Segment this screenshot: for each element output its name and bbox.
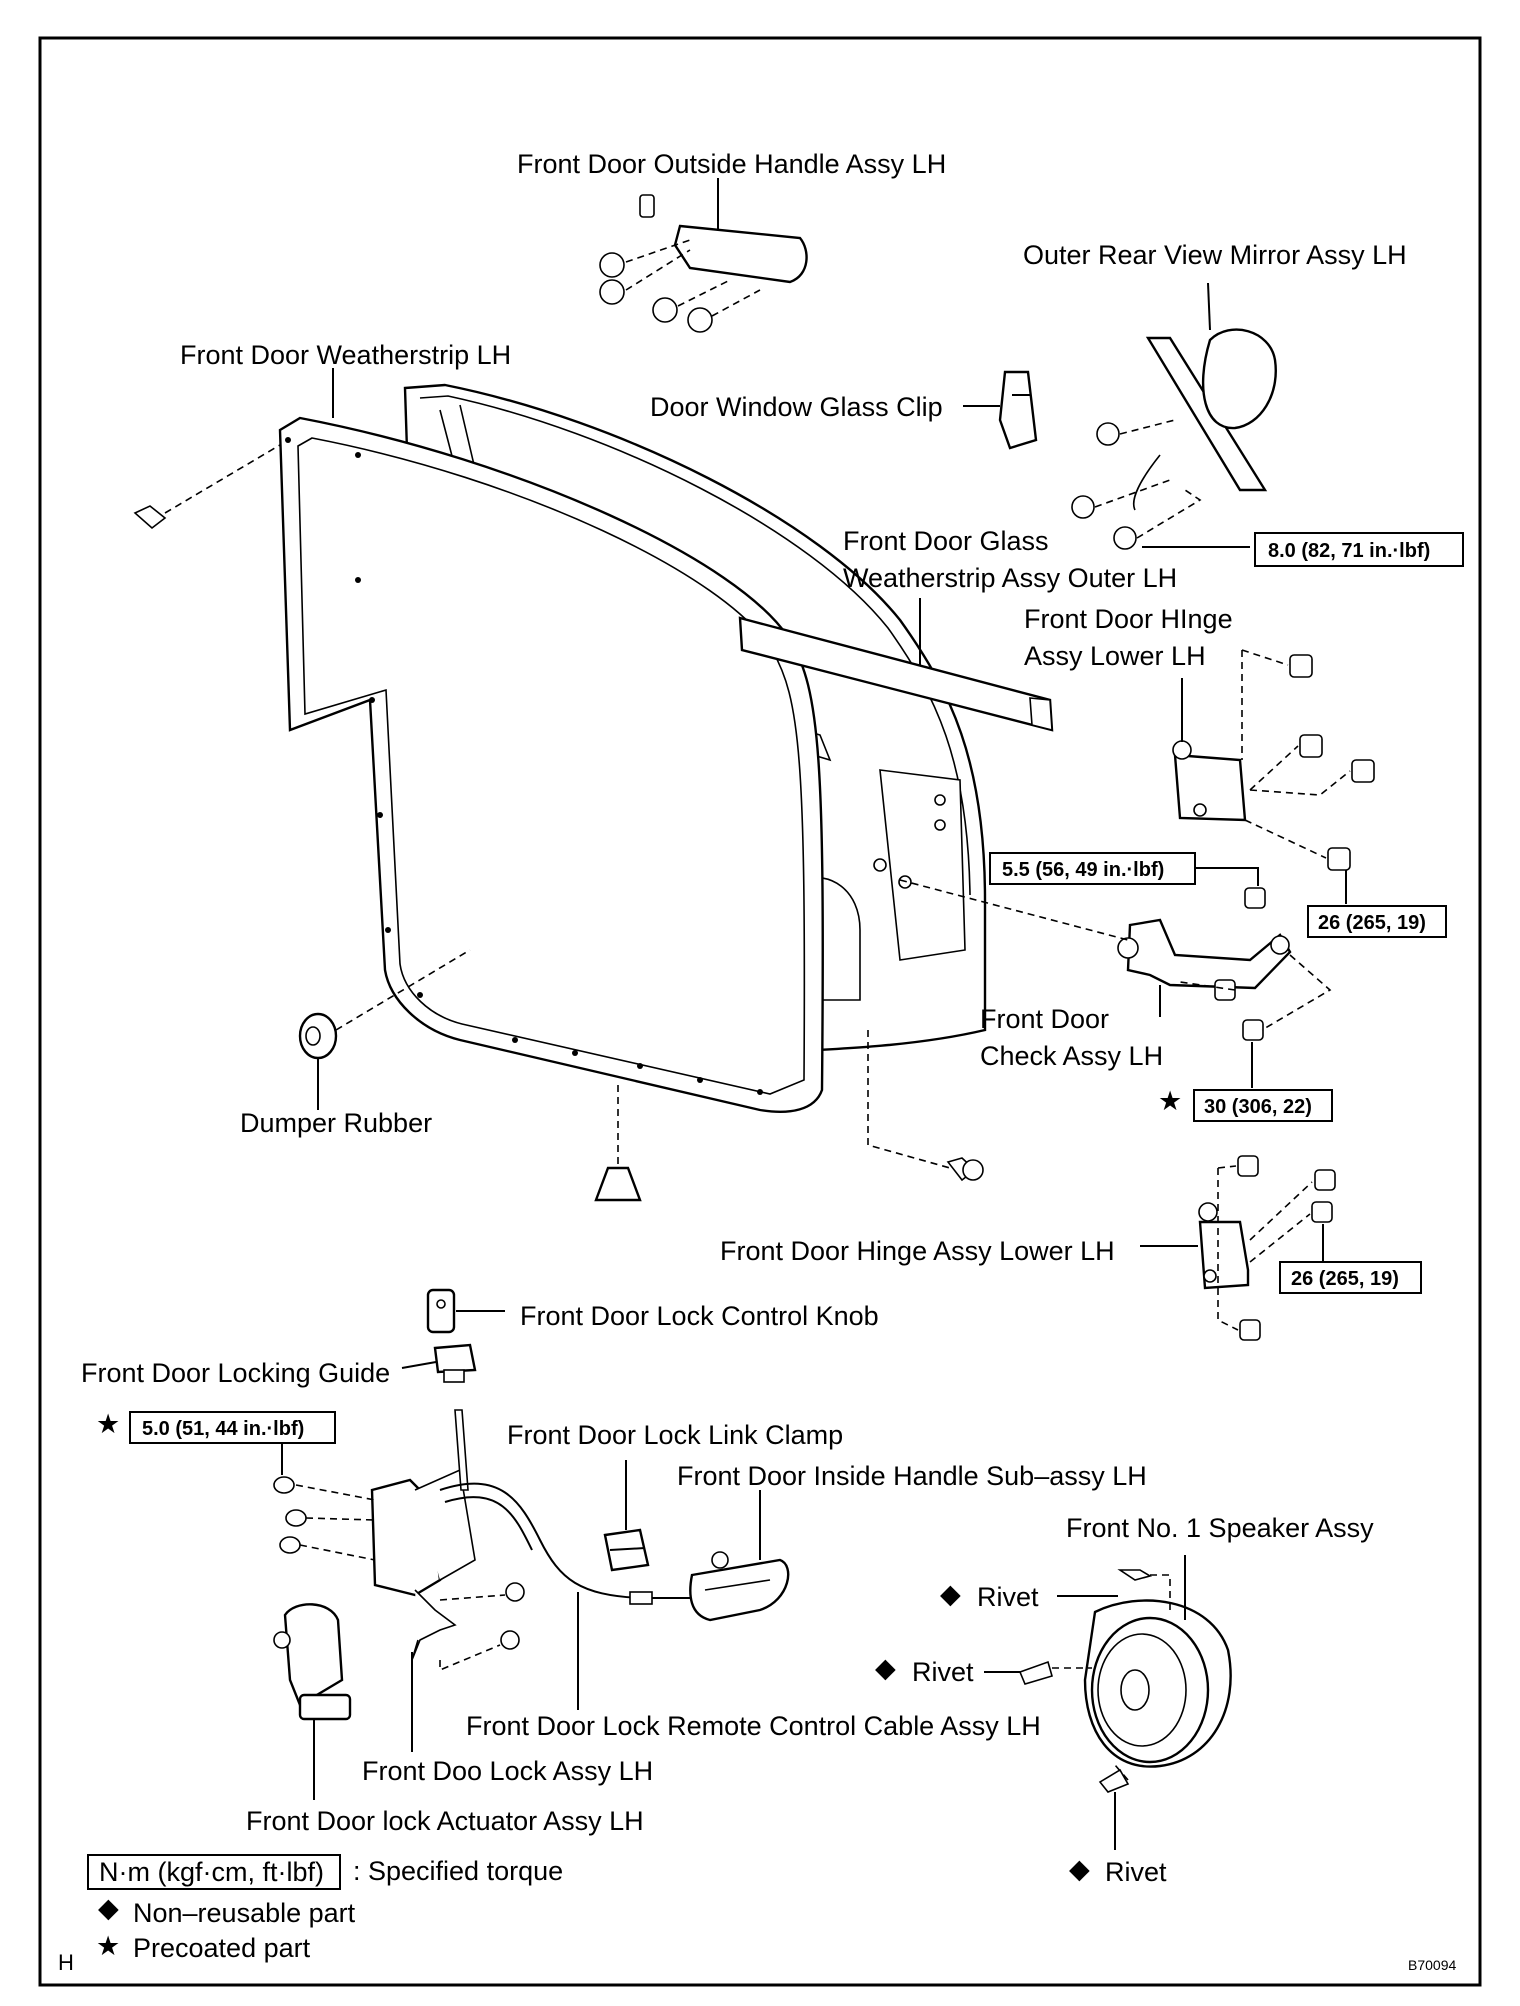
lock-knob-part xyxy=(426,1288,456,1334)
label-lower-hinge: Front Door Hinge Assy Lower LH xyxy=(720,1236,1115,1266)
front-door-weatherstrip xyxy=(278,416,824,1113)
label-rivet-2: Rivet xyxy=(912,1657,974,1687)
inside-handle-part xyxy=(689,1551,790,1622)
torque-upper-hinge: 26 (265, 19) xyxy=(1318,912,1426,934)
outside-handle-part xyxy=(599,194,808,333)
label-rivet-3: Rivet xyxy=(1105,1857,1167,1887)
torque-box-upper-hinge xyxy=(1307,905,1447,938)
check-clip xyxy=(867,1030,984,1182)
label-dumper: Dumper Rubber xyxy=(240,1108,432,1138)
legend-non-reusable: Non–reusable part xyxy=(133,1898,356,1928)
label-speaker: Front No. 1 Speaker Assy xyxy=(1066,1513,1374,1543)
corner-mark: H xyxy=(58,1950,74,1975)
link-clamp-part xyxy=(603,1528,650,1572)
label-weatherstrip: Front Door Weatherstrip LH xyxy=(180,340,511,370)
rivet-symbol-1: ◆ xyxy=(940,1579,961,1609)
label-cable: Front Door Lock Remote Control Cable Ass… xyxy=(466,1711,1041,1741)
upper-hinge-part xyxy=(1172,649,1375,871)
label-actuator: Front Door lock Actuator Assy LH xyxy=(246,1806,644,1836)
torque-check-door: 30 (306, 22) xyxy=(1204,1096,1312,1118)
torque-lower-hinge: 26 (265, 19) xyxy=(1291,1268,1399,1290)
label-inside-handle: Front Door Inside Handle Sub–assy LH xyxy=(677,1461,1147,1491)
dumper-rubber-part xyxy=(298,949,471,1060)
label-check-line1: Front Door xyxy=(980,1004,1109,1034)
label-check-line2: Check Assy LH xyxy=(980,1041,1163,1071)
torque-lock-screw: 5.0 (51, 44 in.·lbf) xyxy=(142,1418,304,1440)
leader-mirror xyxy=(1207,282,1211,331)
precoated-mark-check: ★ xyxy=(1158,1086,1182,1116)
legend-precoated-symbol: ★ xyxy=(96,1931,120,1961)
torque-box-lower-hinge xyxy=(1279,1261,1422,1294)
outer-mirror-part xyxy=(1071,328,1277,550)
leader-locking-guide xyxy=(401,1361,437,1369)
remote-control-cable xyxy=(439,1482,690,1605)
label-glass-weatherstrip-line2: Weatherstrip Assy Outer LH xyxy=(843,563,1177,593)
torque-box-check-body xyxy=(989,852,1196,885)
torque-box-mirror xyxy=(1254,532,1464,567)
label-mirror: Outer Rear View Mirror Assy LH xyxy=(1023,240,1407,270)
torque-mirror-nut: 8.0 (82, 71 in.·lbf) xyxy=(1268,540,1430,562)
label-upper-hinge-line2: Assy Lower LH xyxy=(1024,641,1206,671)
torque-box-lock xyxy=(129,1411,336,1444)
legend: N·m (kgf·cm, ft·lbf) : Specified torque … xyxy=(87,1854,563,1963)
label-upper-hinge-line1: Front Door HInge xyxy=(1024,604,1233,634)
leader-check-torque-body xyxy=(1196,867,1259,886)
door-check-part xyxy=(899,879,1332,1041)
label-link-clamp: Front Door Lock Link Clamp xyxy=(507,1420,843,1450)
torque-box-check-door xyxy=(1193,1089,1333,1122)
legend-torque-desc: : Specified torque xyxy=(353,1856,563,1886)
rivet-symbol-3: ◆ xyxy=(1069,1854,1090,1884)
label-glass-weatherstrip-line1: Front Door Glass xyxy=(843,526,1049,556)
glass-weatherstrip-outer xyxy=(738,616,1054,732)
label-locking-guide: Front Door Locking Guide xyxy=(81,1358,390,1388)
label-outside-handle: Front Door Outside Handle Assy LH xyxy=(517,149,946,179)
diagram-id: B70094 xyxy=(1408,1957,1456,1973)
legend-torque-unit: N·m (kgf·cm, ft·lbf) xyxy=(99,1857,324,1887)
door-lock-part xyxy=(273,1409,525,1672)
legend-torque-box xyxy=(87,1854,341,1890)
weatherstrip-clip xyxy=(133,444,281,530)
glass-clip-part xyxy=(998,370,1038,450)
label-lock-knob: Front Door Lock Control Knob xyxy=(520,1301,879,1331)
legend-non-reusable-symbol: ◆ xyxy=(98,1893,119,1923)
label-glass-clip: Door Window Glass Clip xyxy=(650,392,943,422)
lower-hinge-part xyxy=(1198,1155,1336,1341)
speaker-part xyxy=(1018,1569,1232,1793)
label-rivet-1: Rivet xyxy=(977,1582,1039,1612)
legend-precoated: Precoated part xyxy=(133,1933,311,1963)
bottom-clip xyxy=(594,1085,642,1202)
rivet-symbol-2: ◆ xyxy=(875,1653,896,1683)
lock-actuator-part xyxy=(273,1603,352,1721)
label-lock-assy: Front Doo Lock Assy LH xyxy=(362,1756,653,1786)
precoated-mark-lock: ★ xyxy=(96,1409,120,1439)
torque-check-body: 5.5 (56, 49 in.·lbf) xyxy=(1002,859,1164,881)
diagram-frame xyxy=(38,36,1482,1987)
locking-guide-part xyxy=(433,1343,477,1383)
